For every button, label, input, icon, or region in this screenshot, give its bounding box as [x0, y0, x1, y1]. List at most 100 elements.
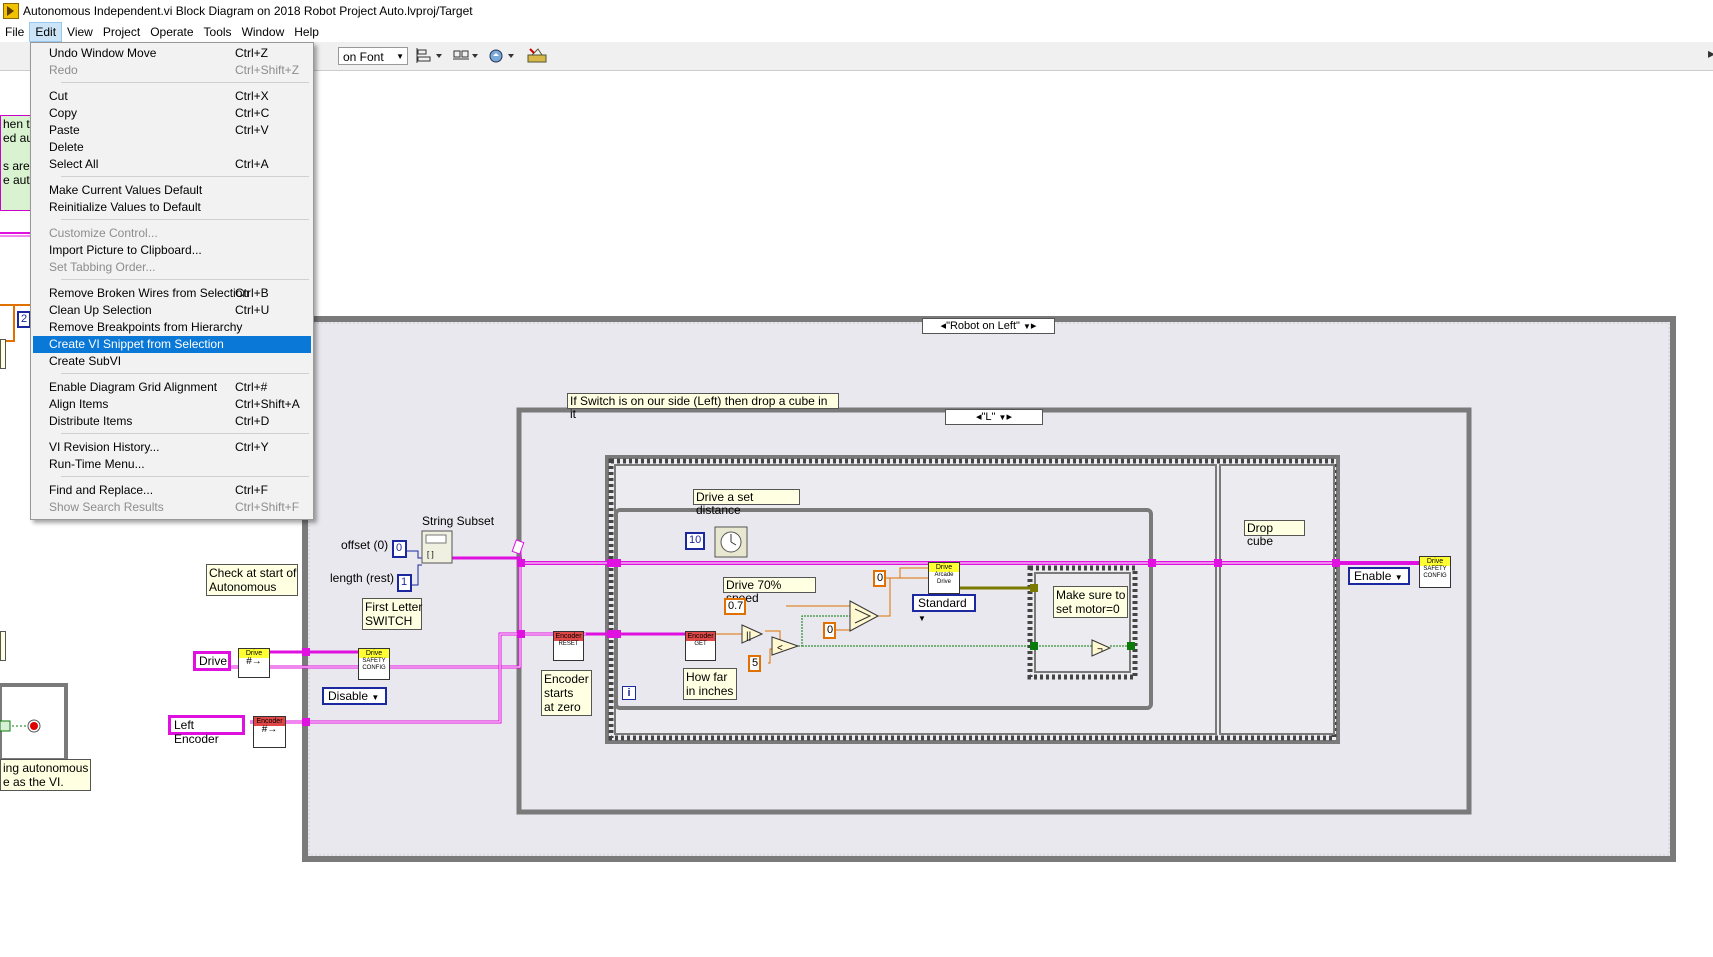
menu-view[interactable]: View: [67, 25, 93, 39]
menu-file[interactable]: File: [5, 25, 25, 39]
menu-item-find-replace[interactable]: Find and Replace...Ctrl+F: [33, 482, 311, 499]
menu-tools[interactable]: Tools: [203, 25, 232, 39]
numeric-constant-2[interactable]: 2: [17, 311, 31, 328]
left-comment-line: e autc: [3, 173, 34, 187]
menu-item-shortcut: Ctrl+#: [235, 380, 268, 394]
drive-refnum-subvi[interactable]: Drive#→: [238, 648, 270, 678]
subvi-text: SAFETY CONFIG: [1423, 566, 1447, 579]
menu-item-customize-control[interactable]: Customize Control...: [33, 225, 311, 242]
offset-constant[interactable]: 0: [392, 540, 407, 558]
menu-item-shortcut: Ctrl+D: [235, 414, 270, 428]
subvi-header: Encoder: [254, 717, 285, 726]
menu-item-label: Select All: [49, 157, 99, 171]
distance-constant[interactable]: 5: [748, 655, 761, 672]
menu-item-make-default[interactable]: Make Current Values Default: [33, 182, 311, 199]
drive-speed-label: Drive 70% speed: [723, 577, 816, 605]
menu-item-label: Cut: [49, 89, 68, 103]
subvi-text: GET: [694, 641, 707, 647]
speed-constant[interactable]: 0.7: [724, 598, 746, 615]
menu-item-label: Reinitialize Values to Default: [49, 200, 201, 214]
case-selector-value: "Robot on Left": [946, 320, 1020, 332]
menu-item-label: Clean Up Selection: [49, 303, 152, 317]
menu-separator: [61, 373, 309, 374]
window-title: Autonomous Independent.vi Block Diagram …: [23, 4, 473, 18]
switch-side-case-selector[interactable]: ◂"L" ▼▸: [945, 409, 1043, 425]
menu-item-label: Enable Diagram Grid Alignment: [49, 380, 218, 394]
menu-item-revision-history[interactable]: VI Revision History... Ctrl+Y: [33, 439, 311, 456]
cleanup-diagram-icon[interactable]: [526, 47, 550, 65]
how-far-note: How far in inches: [683, 668, 737, 700]
menu-item-grid-alignment[interactable]: Enable Diagram Grid Alignment Ctrl+#: [33, 379, 311, 396]
menu-item-label: Make Current Values Default: [49, 183, 203, 197]
menu-item-label: Create VI Snippet from Selection: [49, 337, 224, 351]
toolbar-more-icon[interactable]: ▸: [1708, 45, 1713, 61]
wait-ms-constant[interactable]: 10: [685, 532, 705, 550]
menu-item-create-subvi[interactable]: Create SubVI: [33, 353, 311, 370]
chevron-down-icon: ▼: [1394, 573, 1403, 582]
subvi-header: Drive: [929, 563, 959, 572]
menu-item-run-time-menu[interactable]: Run-Time Menu...: [33, 456, 311, 473]
menu-item-label: Remove Breakpoints from Hierarchy: [49, 320, 243, 334]
chevron-down-icon: ▼: [918, 614, 926, 623]
menu-item-reinitialize[interactable]: Reinitialize Values to Default: [33, 199, 311, 216]
offset-label: offset (0): [341, 538, 389, 552]
first-letter-note: First Letter SWITCH: [362, 598, 422, 630]
menu-item-label: Paste: [49, 123, 80, 137]
menu-item-import-picture[interactable]: Import Picture to Clipboard...: [33, 242, 311, 259]
length-constant[interactable]: 1: [397, 574, 412, 592]
encoder-refnum-subvi[interactable]: Encoder#→: [253, 716, 286, 748]
robot-position-case-selector[interactable]: ◂"Robot on Left" ▼▸: [922, 318, 1055, 334]
standard-enum[interactable]: Standard ▼: [912, 594, 976, 623]
disable-enum[interactable]: Disable ▼: [322, 687, 387, 705]
menu-item-label: Import Picture to Clipboard...: [49, 243, 202, 257]
subvi-text: RESET: [558, 641, 579, 647]
menu-item-create-vi-snippet[interactable]: Create VI Snippet from Selection: [33, 336, 311, 353]
menu-item-tabbing-order[interactable]: Set Tabbing Order...: [33, 259, 311, 276]
left-encoder-ref-control[interactable]: Left Encoder: [168, 715, 245, 746]
subvi-text: Arcade Drive: [934, 572, 954, 585]
zero-constant-a[interactable]: 0: [873, 570, 886, 587]
menu-separator: [61, 476, 309, 477]
menu-item-label: VI Revision History...: [49, 440, 160, 454]
labview-app-icon: [3, 3, 19, 19]
menu-operate[interactable]: Operate: [150, 25, 194, 39]
zero-constant-b[interactable]: 0: [823, 622, 836, 639]
check-autonomous-note: Check at start of Autonomous: [206, 564, 298, 596]
menu-edit[interactable]: Edit: [29, 22, 63, 42]
align-objects-icon[interactable]: [416, 47, 444, 65]
menu-item-remove-breakpoints[interactable]: Remove Breakpoints from Hierarchy: [33, 319, 311, 336]
enable-enum[interactable]: Enable ▼: [1348, 567, 1410, 585]
menu-item-label: Align Items: [49, 397, 109, 411]
font-selector[interactable]: on Font ▼: [338, 47, 408, 65]
menu-project[interactable]: Project: [102, 25, 141, 39]
drop-cube-label: Drop cube: [1244, 520, 1305, 548]
menu-item-delete[interactable]: Delete: [33, 139, 311, 156]
menu-item-shortcut: Ctrl+B: [235, 286, 269, 300]
menu-item-shortcut: Ctrl+Y: [235, 440, 269, 454]
menu-window[interactable]: Window: [241, 25, 285, 39]
menu-help[interactable]: Help: [294, 25, 319, 39]
drive-ref-control[interactable]: Drive: [193, 651, 231, 671]
menu-item-shortcut: Ctrl+C: [235, 106, 270, 120]
font-selector-label: on Font: [343, 50, 384, 64]
distribute-objects-icon[interactable]: [452, 47, 480, 65]
reorder-icon[interactable]: [488, 47, 516, 65]
